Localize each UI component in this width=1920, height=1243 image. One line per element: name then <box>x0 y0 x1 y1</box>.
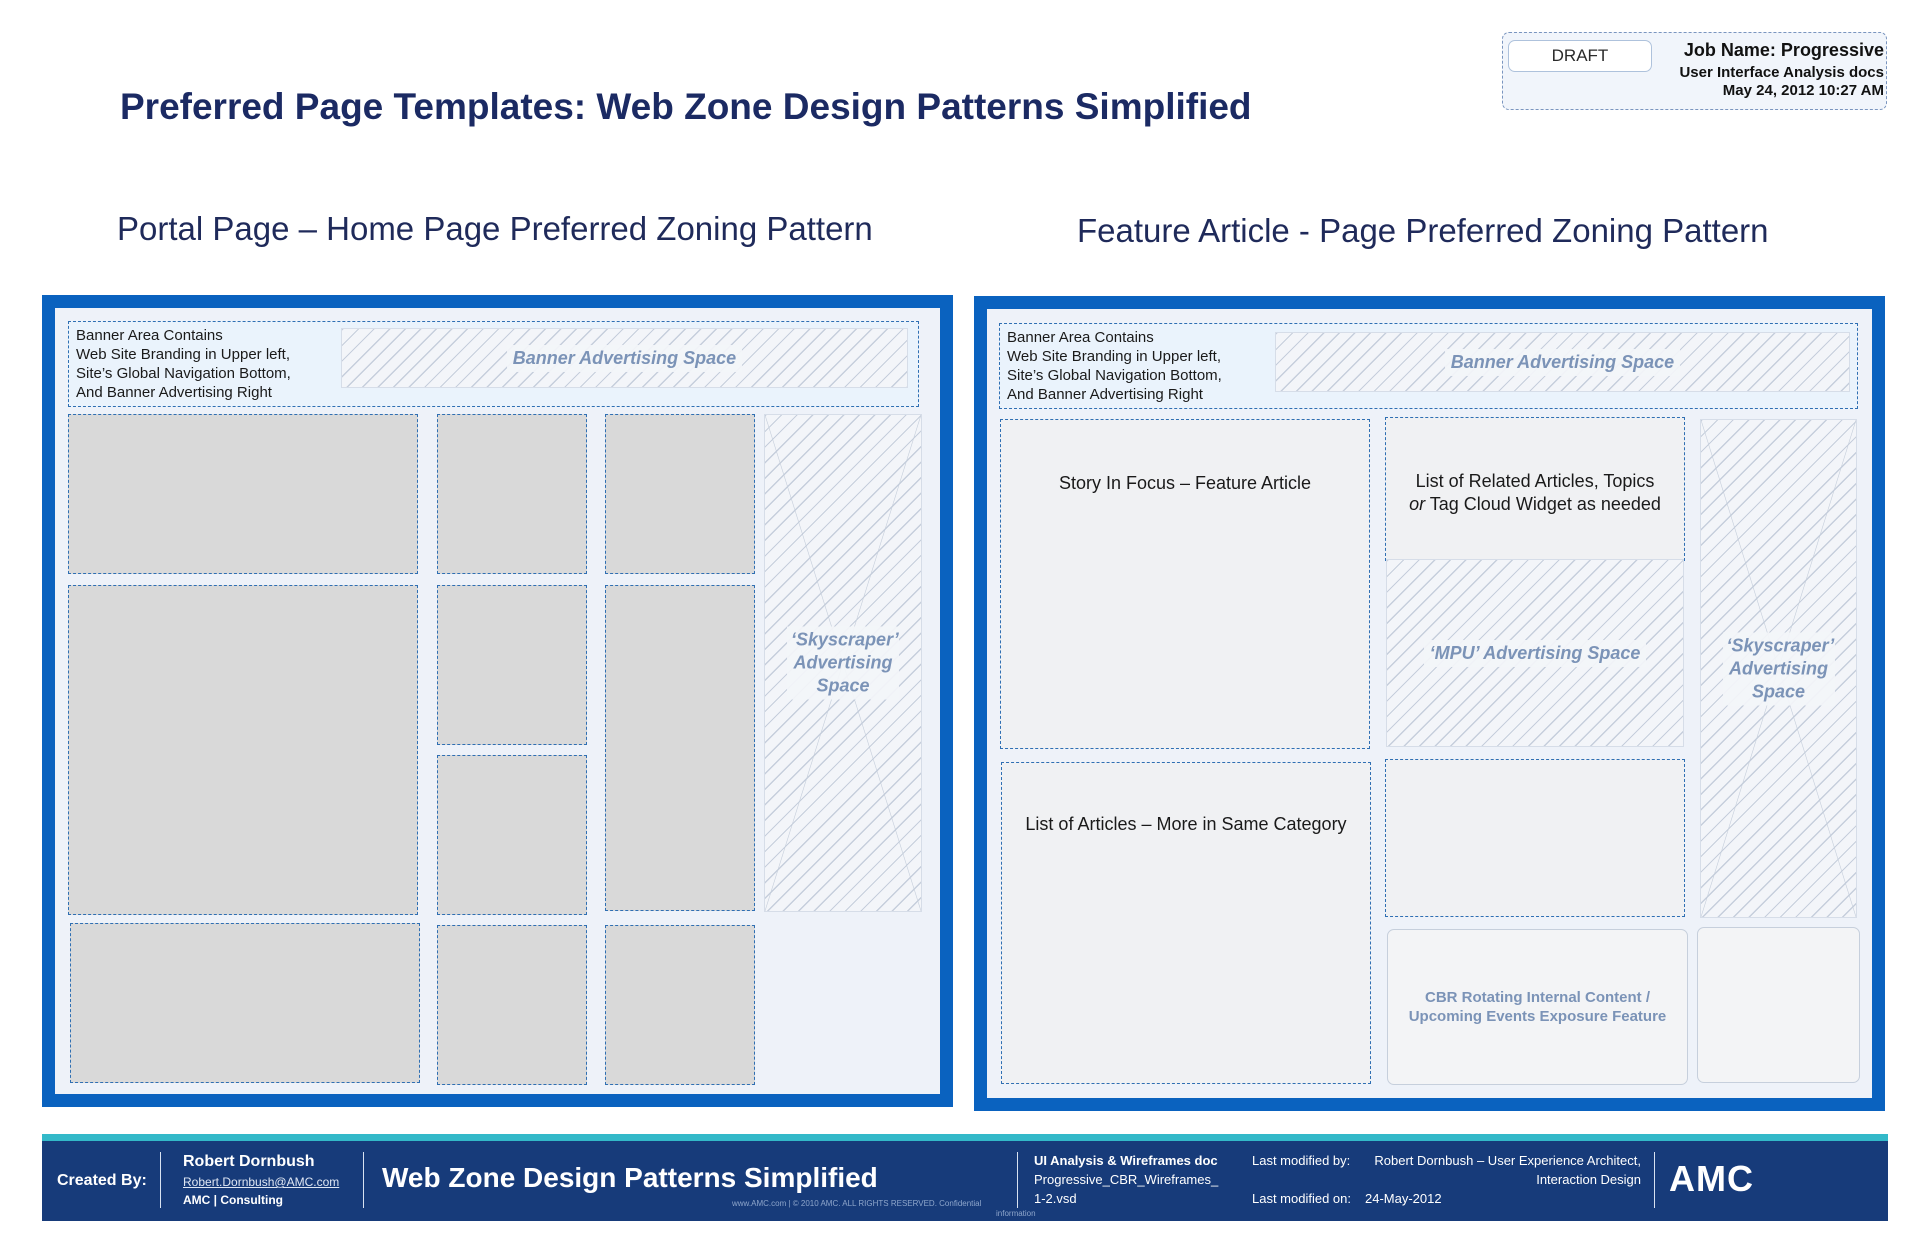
author-email-link[interactable]: Robert.Dornbush@AMC.com <box>183 1175 340 1189</box>
footer: Created By: Robert Dornbush Robert.Dornb… <box>42 1141 1888 1221</box>
footer-divider <box>1654 1152 1655 1208</box>
related-articles-line2: or Tag Cloud Widget as needed <box>1409 494 1661 514</box>
portal-zone-hero <box>68 414 418 574</box>
feature-more-list-zone: List of Articles – More in Same Category <box>1001 762 1371 1084</box>
modified-by-line2: Interaction Design <box>1536 1172 1641 1187</box>
cbr-rotating-label: CBR Rotating Internal Content / Upcoming… <box>1408 989 1667 1025</box>
feature-banner-description: Banner Area Contains Web Site Branding i… <box>1007 329 1222 403</box>
portal-zone-small <box>437 925 587 1085</box>
portal-zone-small <box>605 414 755 574</box>
story-in-focus-label: Story In Focus – Feature Article <box>1058 473 1312 493</box>
footer-fine-print: www.AMC.com | © 2010 AMC. ALL RIGHTS RES… <box>732 1199 982 1208</box>
feature-story-zone: Story In Focus – Feature Article <box>1000 419 1370 749</box>
modified-on-date: 24-May-2012 <box>1365 1191 1442 1206</box>
job-doc: User Interface Analysis docs <box>1679 64 1884 81</box>
doc-type: UI Analysis & Wireframes doc <box>1034 1153 1218 1168</box>
portal-zone-small <box>437 585 587 745</box>
related-articles-label: List of Related Articles, Topics or Tag … <box>1386 470 1684 516</box>
amc-logo: AMC <box>1669 1158 1754 1199</box>
portal-banner-description: Banner Area Contains Web Site Branding i… <box>76 327 291 401</box>
file-name-line1: Progressive_CBR_Wireframes_ <box>1034 1172 1219 1187</box>
author-name: Robert Dornbush <box>183 1153 315 1170</box>
portal-banner-ad-space: Banner Advertising Space <box>341 328 908 388</box>
mpu-ad-label: ‘MPU’ Advertising Space <box>1423 639 1647 667</box>
portal-zone-main <box>68 585 418 915</box>
job-date: May 24, 2012 10:27 AM <box>1722 82 1884 99</box>
feature-banner-ad-space: Banner Advertising Space <box>1275 332 1850 392</box>
feature-banner-ad-label: Banner Advertising Space <box>1444 348 1681 376</box>
feature-skyscraper-ad: ‘Skyscraper’ Advertising Space <box>1700 419 1857 918</box>
feature-zone-blank <box>1385 759 1685 917</box>
footer-divider <box>1017 1152 1018 1208</box>
portal-zone-small <box>437 414 587 574</box>
modified-by-line1: Robert Dornbush – User Experience Archit… <box>1374 1153 1641 1168</box>
footer-divider <box>363 1152 364 1208</box>
feature-skyscraper-label: ‘Skyscraper’ Advertising Space <box>1722 632 1835 705</box>
portal-banner-area: Banner Area Contains Web Site Branding i… <box>68 321 919 407</box>
portal-zone-wide <box>70 923 420 1083</box>
footer-title: Web Zone Design Patterns Simplified <box>382 1162 878 1193</box>
portal-skyscraper-label: ‘Skyscraper’ Advertising Space <box>787 626 899 700</box>
footer-fine-print-2: information <box>996 1209 1036 1218</box>
modified-by-label: Last modified by: <box>1252 1153 1351 1168</box>
feature-mpu-ad: ‘MPU’ Advertising Space <box>1386 559 1684 747</box>
job-name: Job Name: Progressive <box>1683 40 1884 60</box>
feature-banner-area: Banner Area Contains Web Site Branding i… <box>999 323 1858 409</box>
created-by-label: Created By: <box>57 1172 147 1189</box>
footer-divider <box>160 1152 161 1208</box>
footer-accent-stripe <box>42 1134 1888 1141</box>
portal-banner-ad-label: Banner Advertising Space <box>506 344 743 372</box>
portal-zone-tall <box>605 585 755 911</box>
file-name-line2: 1-2.vsd <box>1034 1191 1077 1206</box>
portal-section-title: Portal Page – Home Page Preferred Zoning… <box>117 210 873 247</box>
feature-zone-small <box>1697 927 1860 1083</box>
draft-badge: DRAFT <box>1508 40 1652 72</box>
portal-zone-small <box>437 755 587 915</box>
feature-section-title: Feature Article - Page Preferred Zoning … <box>1077 212 1769 249</box>
page-title: Preferred Page Templates: Web Zone Desig… <box>120 86 1252 127</box>
portal-zone-small <box>605 925 755 1085</box>
more-in-category-label: List of Articles – More in Same Category <box>1025 814 1347 834</box>
modified-on-label: Last modified on: <box>1252 1191 1352 1206</box>
feature-cbr-zone: CBR Rotating Internal Content / Upcoming… <box>1387 929 1688 1085</box>
author-org: AMC | Consulting <box>183 1193 284 1207</box>
portal-skyscraper-ad: ‘Skyscraper’ Advertising Space <box>764 414 922 912</box>
feature-related-zone: List of Related Articles, Topics or Tag … <box>1385 417 1685 561</box>
